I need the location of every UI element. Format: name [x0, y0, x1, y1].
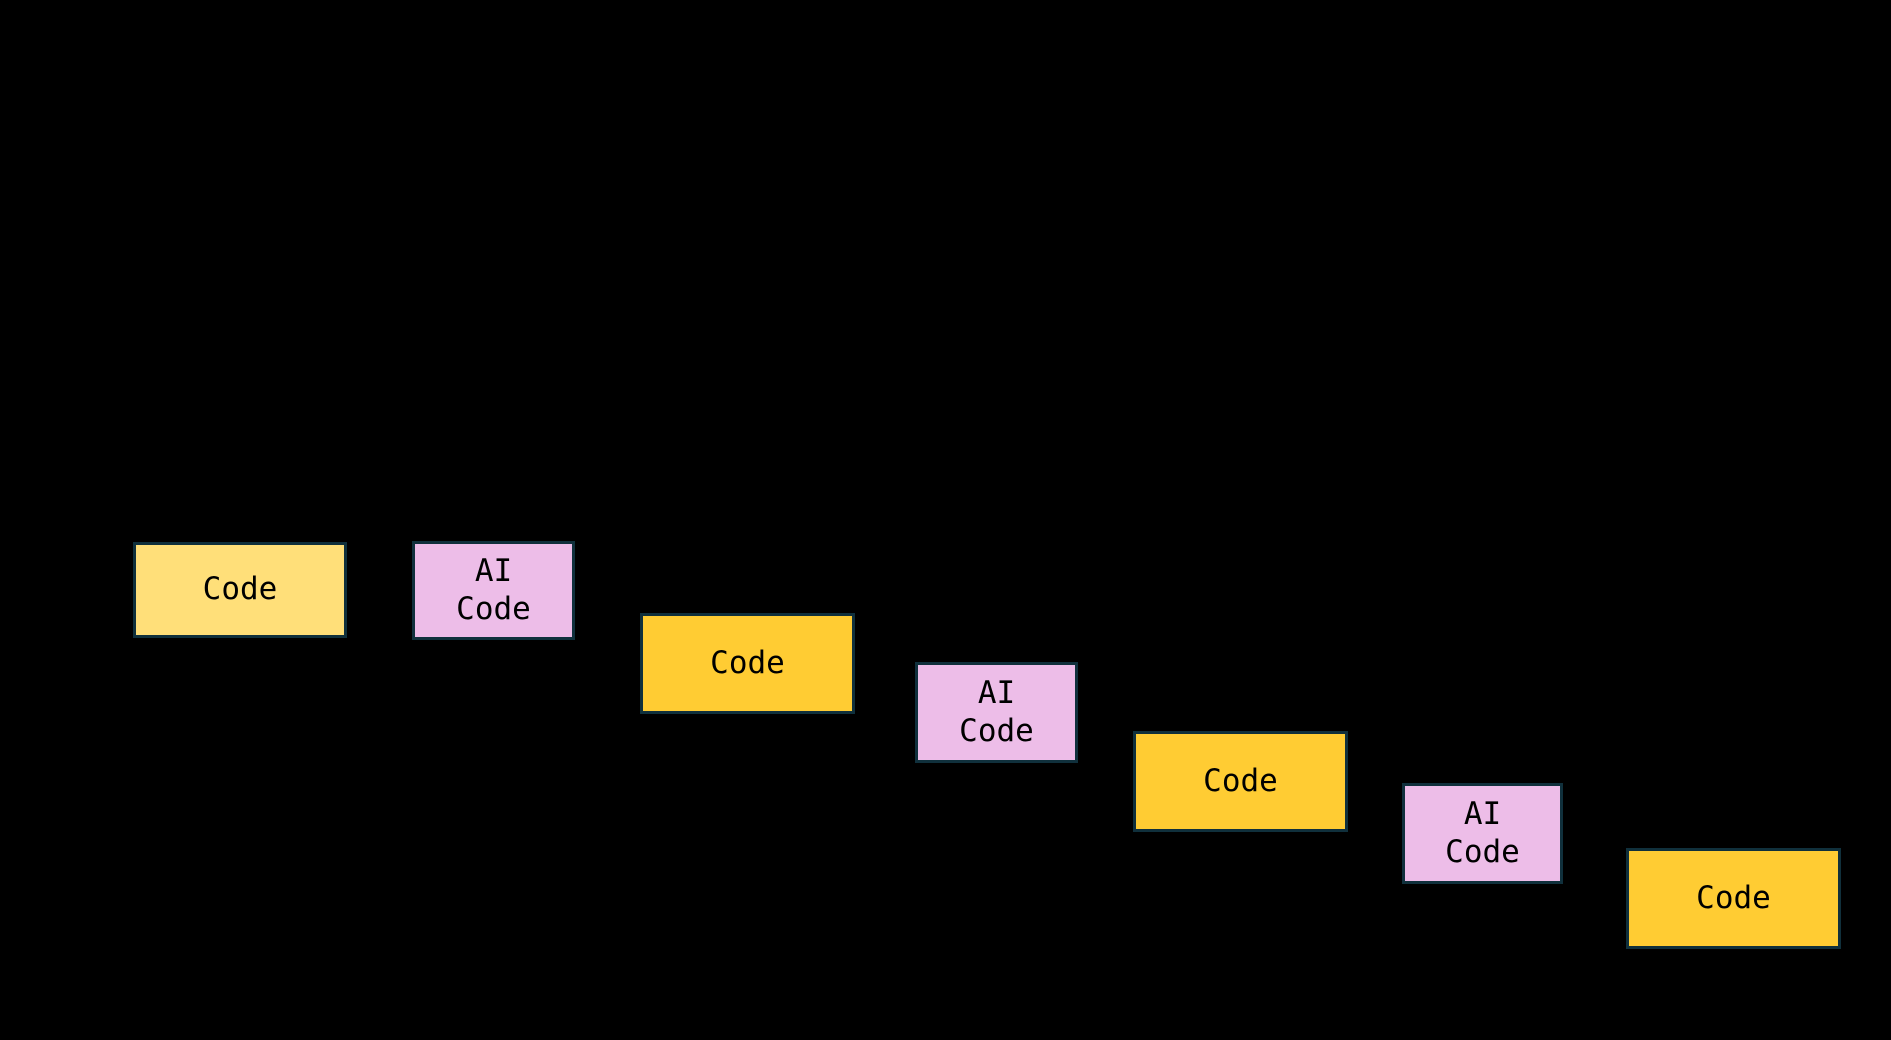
node-label: Code: [1696, 879, 1771, 916]
node-code-1[interactable]: Code: [133, 542, 347, 638]
node-ai-code-2[interactable]: AI Code: [915, 662, 1078, 763]
node-label: AI Code: [1445, 795, 1520, 870]
node-ai-code-3[interactable]: AI Code: [1402, 783, 1563, 884]
node-code-4[interactable]: Code: [1626, 848, 1841, 949]
node-label: Code: [710, 644, 785, 681]
node-code-2[interactable]: Code: [640, 613, 855, 714]
node-code-3[interactable]: Code: [1133, 731, 1348, 832]
node-label: Code: [202, 571, 278, 608]
node-label: AI Code: [456, 552, 531, 627]
node-label: AI Code: [959, 674, 1034, 749]
node-ai-code-1[interactable]: AI Code: [412, 541, 575, 640]
node-label: Code: [1203, 762, 1278, 799]
